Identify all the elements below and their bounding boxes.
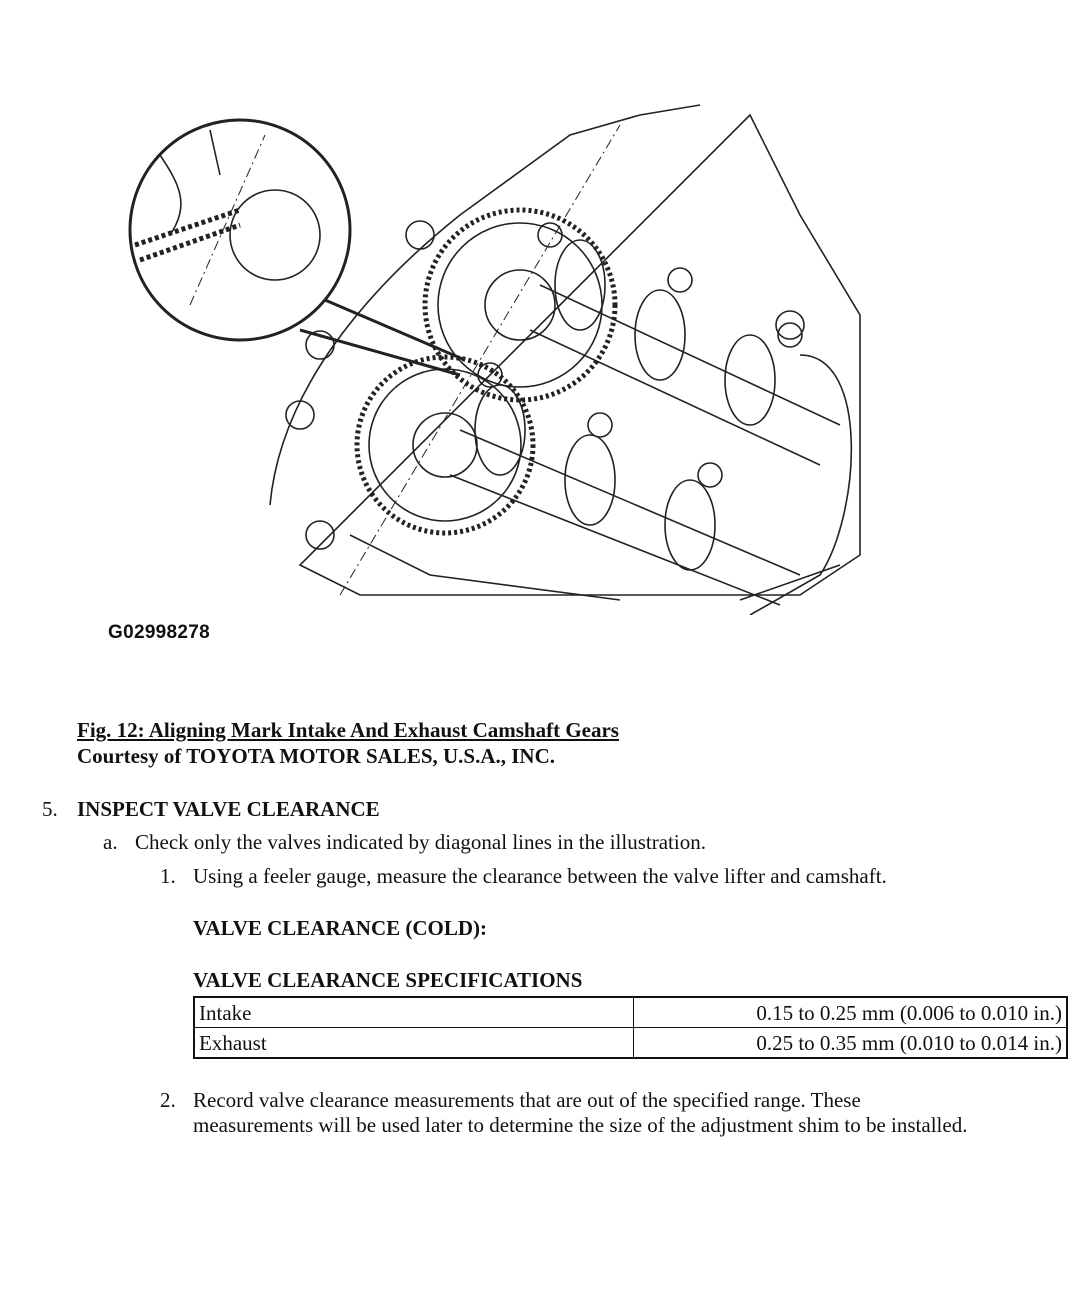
table-row: Exhaust 0.25 to 0.35 mm (0.010 to 0.014 … bbox=[193, 1027, 1068, 1059]
item-2-number: 2. bbox=[160, 1088, 176, 1112]
step-number: 5. bbox=[42, 797, 58, 821]
intake-camshaft bbox=[449, 362, 801, 606]
intake-camshaft-gear bbox=[354, 354, 536, 536]
row-value: 0.25 to 0.35 mm (0.010 to 0.014 in.) bbox=[633, 1027, 1068, 1059]
table-title: VALVE CLEARANCE SPECIFICATIONS bbox=[193, 968, 583, 992]
substep-text: Check only the valves indicated by diago… bbox=[135, 830, 706, 854]
exhaust-camshaft bbox=[529, 222, 841, 466]
row-value: 0.15 to 0.25 mm (0.006 to 0.010 in.) bbox=[633, 996, 1068, 1028]
item-2-line2: measurements will be used later to deter… bbox=[193, 1113, 968, 1137]
valve-clearance-table: Intake 0.15 to 0.25 mm (0.006 to 0.010 i… bbox=[193, 996, 1068, 1059]
alignment-mark-callout bbox=[128, 118, 466, 377]
figure-courtesy: Courtesy of TOYOTA MOTOR SALES, U.S.A., … bbox=[77, 744, 556, 768]
spec-heading: VALVE CLEARANCE (COLD): bbox=[193, 916, 488, 940]
figure-caption: Fig. 12: Aligning Mark Intake And Exhaus… bbox=[77, 718, 619, 742]
step-title: INSPECT VALVE CLEARANCE bbox=[77, 797, 380, 821]
table-row: Intake 0.15 to 0.25 mm (0.006 to 0.010 i… bbox=[193, 996, 1068, 1028]
exhaust-camshaft-gear bbox=[422, 207, 618, 403]
camshaft-gear-illustration bbox=[128, 104, 861, 615]
row-label: Intake bbox=[193, 996, 634, 1028]
item-1-text: Using a feeler gauge, measure the cleara… bbox=[193, 864, 887, 888]
item-1-number: 1. bbox=[160, 864, 176, 888]
substep-letter: a. bbox=[103, 830, 118, 854]
figure-id-label: G02998278 bbox=[108, 622, 211, 643]
item-2-line1: Record valve clearance measurements that… bbox=[193, 1088, 861, 1112]
row-label: Exhaust bbox=[193, 1027, 634, 1059]
